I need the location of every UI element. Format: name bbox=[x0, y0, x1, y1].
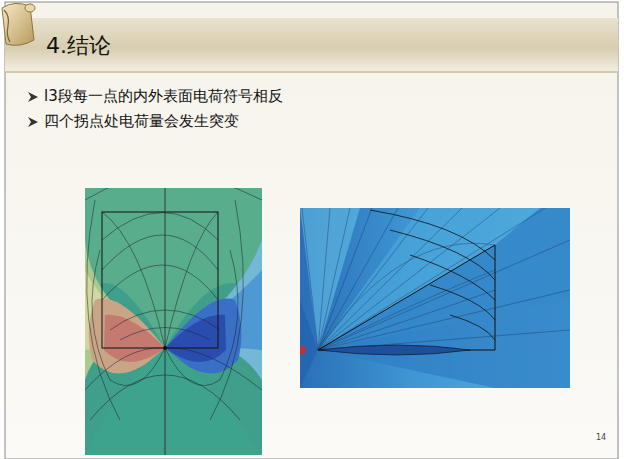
bullet-text: l3段每一点的内外表面电荷符号相反 bbox=[44, 87, 283, 106]
slide-title: 4.结论 bbox=[46, 31, 111, 61]
page-number: 14 bbox=[596, 433, 606, 442]
bullet-text: 四个拐点处电荷量会发生突变 bbox=[44, 112, 239, 131]
